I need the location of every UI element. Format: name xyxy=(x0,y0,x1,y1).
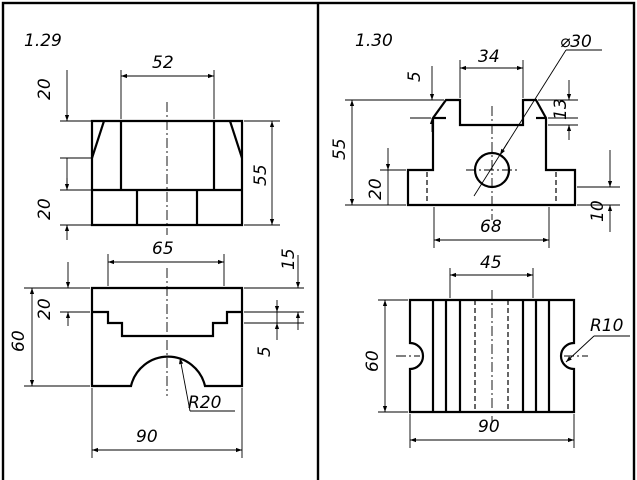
dim-20-base: 20 xyxy=(366,178,386,200)
dim-10: 10 xyxy=(588,200,608,222)
left-lower-view xyxy=(90,268,244,396)
dim-13: 13 xyxy=(551,98,571,120)
right-lower-view xyxy=(396,290,588,422)
left-upper-view xyxy=(90,102,244,235)
dim-90-right: 90 xyxy=(478,417,500,437)
dim-20-bottom: 20 xyxy=(35,198,55,220)
dim-20-top: 20 xyxy=(35,78,55,100)
dim-r20: R20 xyxy=(188,393,221,413)
left-panel: 1.29 52 20 20 xyxy=(9,31,304,458)
dim-15: 15 xyxy=(279,248,299,270)
left-upper-dimensions: 52 20 20 55 xyxy=(35,53,280,240)
dim-52: 52 xyxy=(152,53,174,73)
dim-60-left: 60 xyxy=(9,330,29,352)
dim-55-right: 55 xyxy=(330,138,350,160)
dim-60-right: 60 xyxy=(363,350,383,372)
right-panel: 1.30 34 ⌀30 5 xyxy=(330,31,630,448)
right-lower-dimensions: 45 60 90 R10 xyxy=(363,253,630,448)
right-upper-view xyxy=(406,98,577,220)
right-upper-dimensions: 34 ⌀30 5 13 55 20 xyxy=(330,32,620,248)
problem-number-1-29: 1.29 xyxy=(24,31,62,51)
dim-45: 45 xyxy=(480,253,502,273)
dim-55: 55 xyxy=(251,164,271,186)
dim-34: 34 xyxy=(478,47,500,67)
dim-90-left: 90 xyxy=(136,427,158,447)
dim-5: 5 xyxy=(255,346,275,357)
left-lower-dimensions: 65 15 5 20 60 90 R20 xyxy=(9,239,304,458)
dim-20-left: 20 xyxy=(35,298,55,320)
dim-r10: R10 xyxy=(590,316,623,336)
dim-diameter-30: ⌀30 xyxy=(560,32,592,52)
problem-number-1-30: 1.30 xyxy=(355,31,393,51)
dim-65: 65 xyxy=(152,239,174,259)
dim-5-chamfer: 5 xyxy=(405,71,425,82)
dim-68: 68 xyxy=(480,217,502,237)
